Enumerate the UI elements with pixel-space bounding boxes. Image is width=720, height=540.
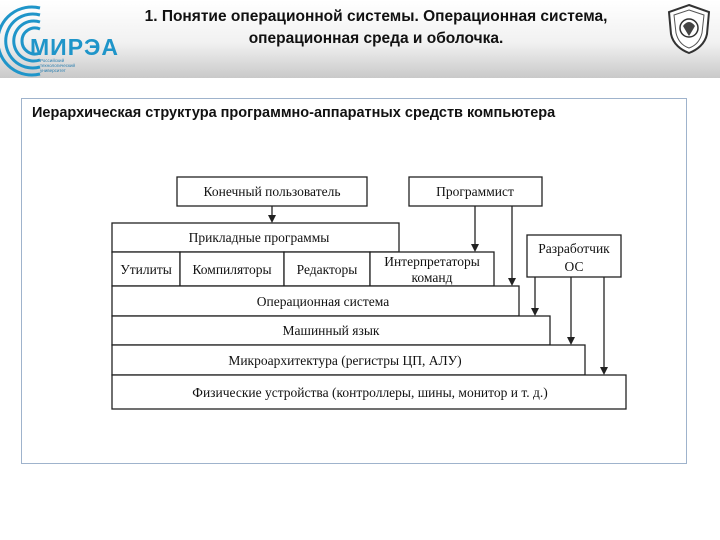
slide-header: МИРЭА Российский технологический универс… [0,0,720,78]
mirea-logo: МИРЭА Российский технологический универс… [0,0,130,78]
end-user-label: Конечный пользователь [204,184,341,199]
application-programs-label: Прикладные программы [189,230,330,245]
operating-system-label: Операционная система [257,294,389,309]
logo-wordmark: МИРЭА [30,34,120,60]
interpreters-cell: Интерпретаторы команд [369,251,495,287]
machine-language-layer: Машинный язык [111,315,551,346]
os-developer-label-line-2: ОС [565,259,584,274]
microarchitecture-label: Микроархитектура (регистры ЦП, АЛУ) [228,353,461,368]
editors-label: Редакторы [297,262,358,277]
programmer-label: Программист [436,184,514,199]
page-title-line-2: операционная среда и оболочка. [248,30,504,47]
programmer-box: Программист [408,176,543,207]
utilities-label: Утилиты [120,262,172,277]
interpreters-label-line-2: команд [412,270,453,285]
logo-arcs-icon [0,5,41,77]
university-crest-icon [664,2,714,56]
interpreters-label-line-1: Интерпретаторы [384,254,480,269]
microarchitecture-layer: Микроархитектура (регистры ЦП, АЛУ) [111,344,586,376]
os-developer-label-line-1: Разработчик [538,241,610,256]
physical-devices-layer: Физические устройства (контроллеры, шины… [111,374,627,410]
physical-devices-label: Физические устройства (контроллеры, шины… [192,385,547,400]
application-programs-layer: Прикладные программы [111,222,400,253]
utilities-cell: Утилиты [111,251,181,287]
slide-title: Иерархическая структура программно-аппар… [32,105,556,121]
logo-subtitle: Российский технологический университет [40,58,75,73]
compilers-label: Компиляторы [192,262,271,277]
operating-system-layer: Операционная система [111,285,520,317]
page-title: 1. Понятие операционной системы. Операци… [96,6,656,50]
end-user-box: Конечный пользователь [176,176,368,207]
os-developer-box: Разработчик ОС [526,234,622,278]
compilers-cell: Компиляторы [179,251,285,287]
editors-cell: Редакторы [283,251,371,287]
machine-language-label: Машинный язык [283,323,380,338]
page-title-line-1: 1. Понятие операционной системы. Операци… [144,8,608,25]
